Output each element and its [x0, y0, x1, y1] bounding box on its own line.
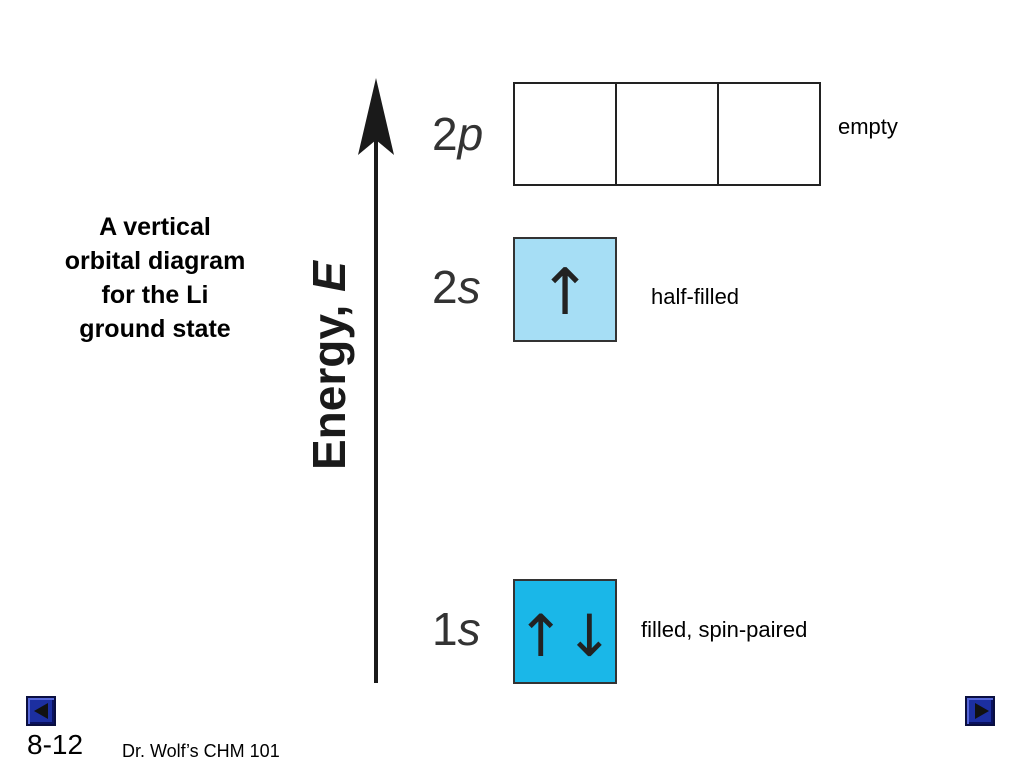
level-2s-label: 2s [432, 261, 481, 313]
energy-axis-arrowhead [358, 78, 394, 155]
annotation-2s: half-filled [651, 284, 740, 309]
annotation-2p: empty [838, 114, 898, 139]
electron-1s-spin-paired: ↑↓ [516, 602, 613, 670]
orbital-box-2p-1 [513, 82, 617, 186]
caption-line-1: A vertical [99, 213, 211, 241]
footer-credit: Dr. Wolf’s CHM 101 [122, 741, 280, 761]
triangle-right-icon [975, 703, 989, 719]
level-2p-label: 2p [432, 108, 483, 160]
caption-line-2: orbital diagram [64, 247, 246, 275]
triangle-left-icon [34, 703, 48, 719]
annotation-1s: filled, spin-paired [641, 617, 808, 642]
slide-number: 8-12 [27, 729, 84, 760]
previous-slide-button[interactable] [26, 696, 56, 726]
caption-line-3: for the Li [101, 281, 209, 309]
orbital-box-2p-3 [717, 82, 821, 186]
next-slide-button[interactable] [965, 696, 995, 726]
diagram-caption: A vertical orbital diagram for the Li gr… [40, 210, 270, 346]
caption-line-4: ground state [79, 315, 231, 343]
level-1s-label: 1s [432, 603, 481, 655]
orbital-box-2p-2 [615, 82, 719, 186]
orbital-box-1s [513, 579, 617, 684]
electron-2s-spin-up: ↑ [538, 256, 592, 330]
orbital-box-2s [513, 237, 617, 342]
orbital-2p-boxes [513, 82, 821, 186]
energy-axis-label: Energy, E [303, 260, 355, 470]
